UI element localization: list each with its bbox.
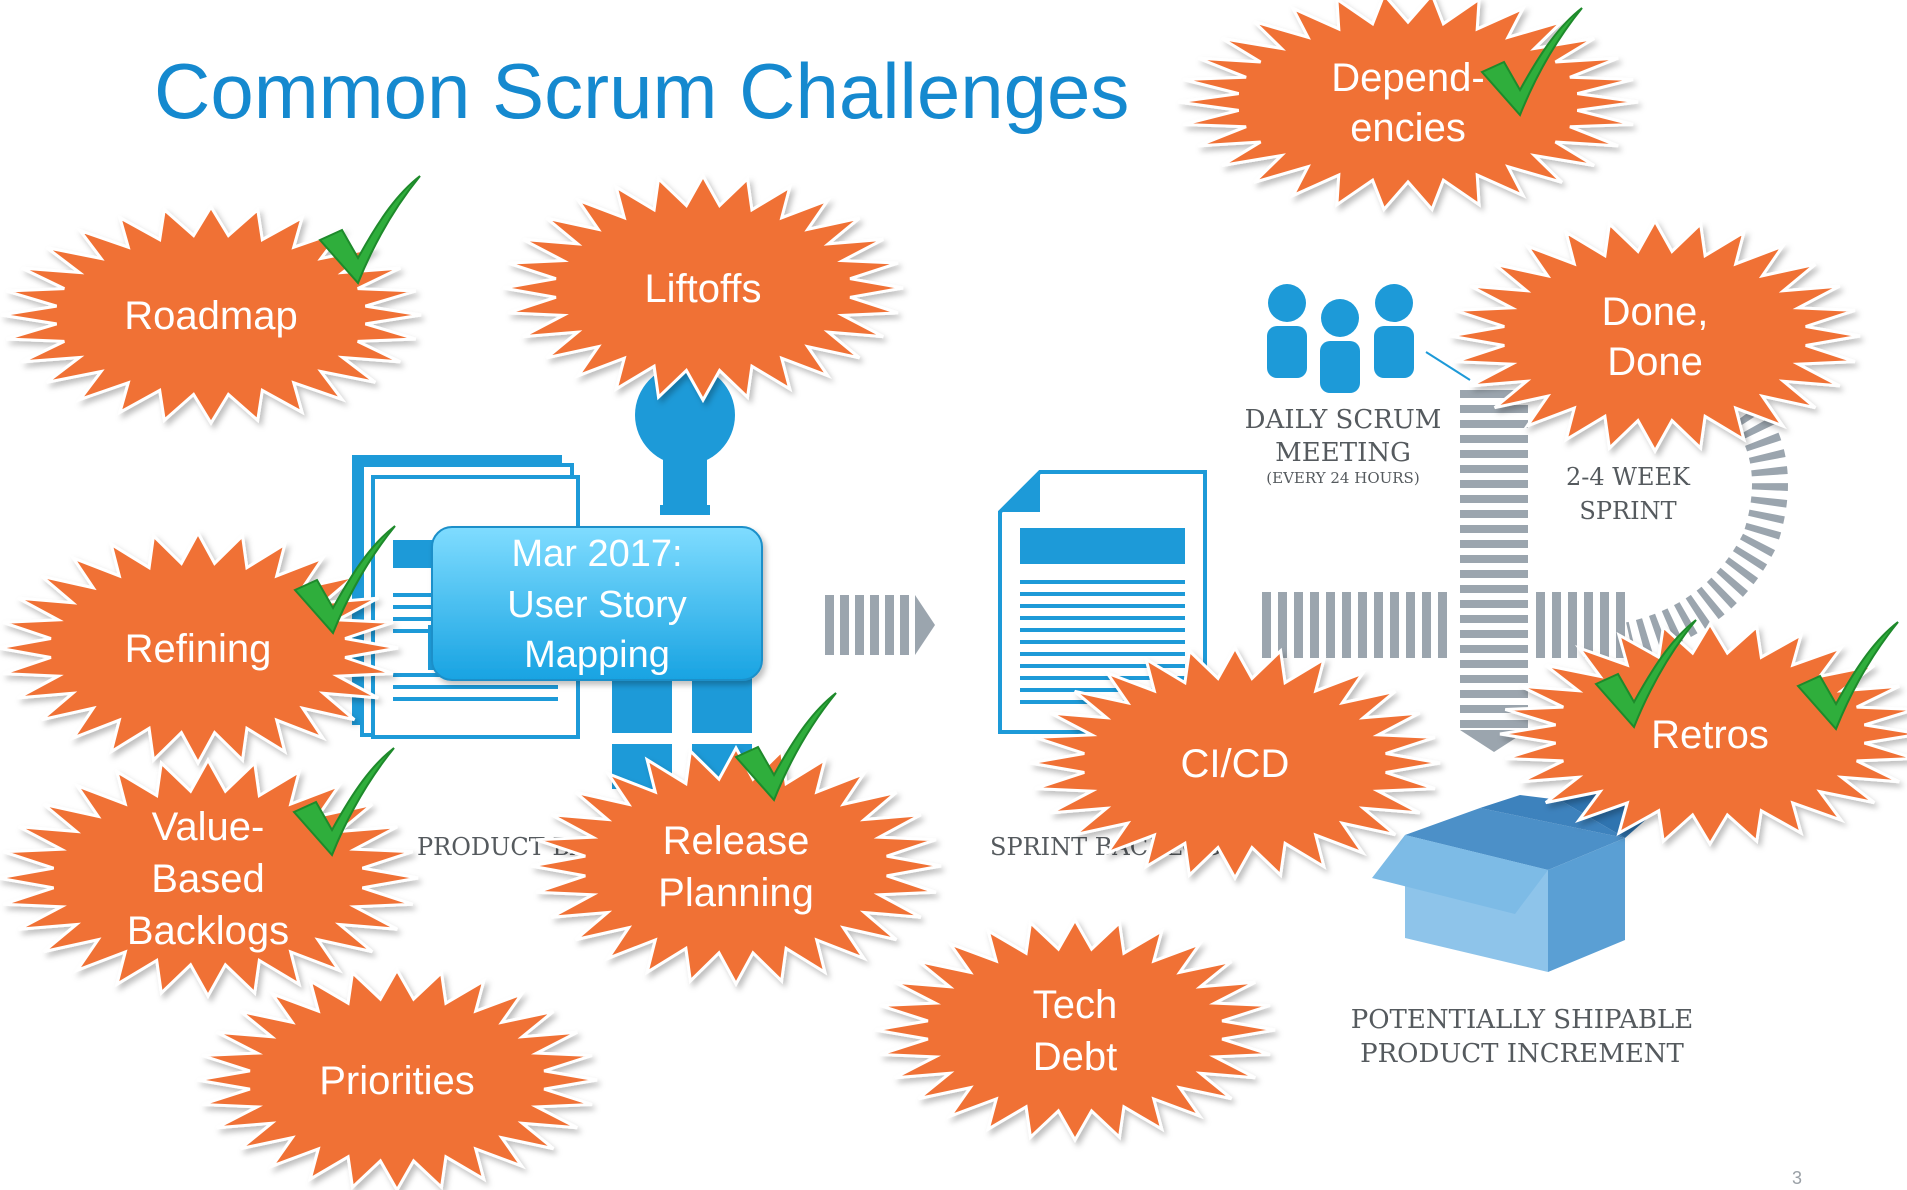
burst-ci-cd: CI/CD [1029, 644, 1441, 882]
sprint-flow-stripes [1262, 592, 1625, 658]
burst-label-ci-cd-0: CI/CD [1181, 742, 1290, 786]
burst-label-dependencies-0: Depend- [1331, 56, 1484, 100]
burst-roadmap: Roadmap [0, 175, 422, 426]
sprint-length-caption-line1: 2-4 WEEK [1566, 463, 1691, 491]
burst-shape [1029, 644, 1441, 882]
sprint-length-caption-line2: SPRINT [1579, 497, 1676, 525]
burst-label-done-done-1: Done [1607, 340, 1703, 384]
burst-label-value-based-backlogs-2: Backlogs [127, 909, 289, 953]
burst-label-release-planning-1: Planning [658, 871, 814, 915]
daily-scrum-caption-line2: MEETING [1275, 438, 1411, 468]
burst-shape [530, 744, 942, 988]
burst-retros: Retros [1499, 619, 1907, 847]
burst-label-value-based-backlogs-0: Value- [152, 805, 265, 849]
checkmark-icon [1480, 7, 1583, 117]
burst-label-retros-0: Retros [1651, 713, 1769, 757]
burst-label-priorities-0: Priorities [319, 1059, 475, 1103]
lightbulb-icon [635, 365, 735, 515]
burst-shape [196, 966, 598, 1190]
burst-priorities: Priorities [196, 966, 598, 1190]
burst-refining: Refining [0, 525, 399, 767]
user-story-mapping-callout: Mar 2017: User Story Mapping [431, 526, 763, 681]
burst-label-tech-debt-1: Debt [1033, 1035, 1118, 1079]
burst-done-done: Done, Done [1449, 217, 1861, 455]
daily-scrum-subcaption: (EVERY 24 HOURS) [1266, 469, 1419, 487]
burst-label-dependencies-1: encies [1350, 106, 1466, 150]
callout-line-3: Mapping [524, 634, 670, 676]
burst-label-release-planning-0: Release [663, 819, 810, 863]
callout-line-1: Mar 2017: [511, 533, 682, 575]
burst-shape [1499, 621, 1907, 847]
burst-shape [502, 172, 904, 404]
page-number: 3 [1792, 1168, 1803, 1188]
checkmark-icon [1796, 621, 1899, 731]
burst-shape [0, 204, 422, 426]
increment-caption-line1: POTENTIALLY SHIPABLE [1351, 1005, 1694, 1035]
sprint-backlog-icon [998, 470, 1207, 734]
team-icon [1267, 284, 1414, 393]
checkmark-icon [734, 692, 837, 802]
burst-label-done-done-0: Done, [1602, 290, 1709, 334]
sprint-loop-stripes [1460, 390, 1528, 752]
checkmark-icon [318, 175, 421, 285]
burst-label-roadmap-0: Roadmap [124, 294, 297, 338]
connector-line [1425, 351, 1471, 381]
checkmark-icon [292, 747, 395, 857]
page-title: Common Scrum Challenges [154, 47, 1130, 135]
burst-liftoffs: Liftoffs [502, 172, 904, 404]
burst-shape [1449, 217, 1861, 455]
burst-shape [1177, 0, 1639, 213]
sprint-arc [1524, 330, 1788, 658]
checkmark-icon [293, 525, 396, 635]
burst-label-liftoffs-0: Liftoffs [644, 267, 761, 311]
flow-arrow-icon [825, 595, 935, 655]
burst-label-refining-0: Refining [125, 627, 272, 671]
callout-line-2: User Story [507, 584, 686, 626]
increment-caption-line2: PRODUCT INCREMENT [1360, 1039, 1684, 1069]
burst-label-value-based-backlogs-1: Based [151, 857, 264, 901]
burst-dependencies: Depend-encies [1177, 0, 1639, 213]
product-increment-box-icon [1372, 792, 1650, 972]
burst-shape [874, 916, 1276, 1144]
burst-label-tech-debt-0: Tech [1033, 983, 1118, 1027]
checkmark-icon [1594, 619, 1697, 729]
daily-scrum-caption-line1: DAILY SCRUM [1245, 405, 1442, 435]
